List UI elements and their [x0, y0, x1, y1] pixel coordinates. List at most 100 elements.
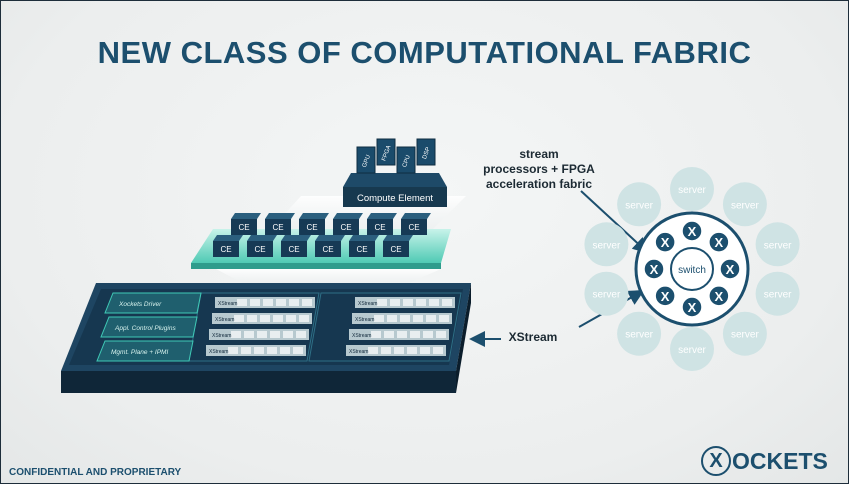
xstream-module: XStream [355, 297, 455, 308]
stream-annotation: stream processors + FPGA acceleration fa… [469, 147, 609, 192]
x-node-glyph: X [650, 262, 659, 277]
ce-block: CE [247, 235, 277, 257]
ce-block: CE [213, 235, 243, 257]
ce-block: CE [349, 235, 379, 257]
server-node: server [584, 271, 629, 316]
switch-node [670, 247, 714, 291]
server-label: server [593, 240, 621, 251]
ce-block: CE [367, 213, 397, 235]
chip-label: DSP [422, 147, 432, 161]
xstream-module-label: XStream [212, 333, 231, 339]
ce-block: CE [299, 213, 329, 235]
chip: GPU [356, 146, 376, 174]
ce-label: CE [322, 245, 333, 254]
xstream-module-label: XStream [349, 349, 368, 355]
board-panel: Appl. Control Plugins [100, 316, 198, 338]
x-node-glyph: X [661, 289, 670, 304]
xstream-module-label: XStream [209, 349, 228, 355]
logo-wordmark: OCKETS [732, 447, 828, 474]
x-node: X [654, 285, 676, 307]
chip-label: FPGA [381, 145, 392, 162]
logo-x-mark: X [701, 446, 731, 476]
chip: CPU [396, 146, 416, 174]
x-node-glyph: X [715, 235, 724, 250]
ce-block: CE [333, 213, 363, 235]
ce-label: CE [220, 245, 231, 254]
board-panel: Mgmt. Plane + IPMI [96, 340, 194, 362]
server-node: server [617, 311, 662, 356]
stream-annotation-line-1: stream [519, 147, 559, 161]
xstream-module-label: XStream [215, 317, 234, 323]
server-label: server [678, 345, 706, 356]
server-label: server [731, 330, 759, 341]
xstream-module-label: XStream [218, 301, 237, 307]
server-label: server [625, 200, 653, 211]
ce-label: CE [306, 223, 317, 232]
ce-label: CE [356, 245, 367, 254]
chip: FPGA [376, 138, 396, 166]
stream-arrow [580, 190, 649, 254]
x-node-glyph: X [661, 235, 670, 250]
ce-label: CE [288, 245, 299, 254]
x-node: X [708, 285, 730, 307]
ce-block: CE [383, 235, 413, 257]
server-node: server [722, 311, 767, 356]
ce-label: CE [390, 245, 401, 254]
ce-label: CE [254, 245, 265, 254]
server-node: server [722, 182, 767, 227]
server-node: server [670, 327, 714, 371]
chip-label: CPU [402, 154, 412, 168]
server-node: server [755, 222, 800, 267]
server-label: server [731, 200, 759, 211]
xstream-annotation: XStream [508, 330, 558, 344]
x-node: X [719, 258, 741, 280]
ce-block: CE [281, 235, 311, 257]
ce-label: CE [238, 223, 249, 232]
ce-block: CE [265, 213, 295, 235]
x-node-glyph: X [726, 262, 735, 277]
xstream-module: XStream [212, 313, 312, 324]
board-panel: Xockets Driver [104, 292, 202, 314]
server-label: server [593, 290, 621, 301]
board-panel-label: Xockets Driver [118, 301, 162, 308]
server-label: server [678, 185, 706, 196]
stream-annotation-line-2: processors + FPGA [483, 162, 595, 176]
server-label: server [625, 330, 653, 341]
xstream-module: XStream [349, 329, 449, 340]
xstream-module: XStream [206, 345, 306, 356]
slide-title: NEW CLASS OF COMPUTATIONAL FABRIC [97, 35, 752, 70]
x-node: X [643, 258, 665, 280]
xockets-logo: X OCKETS [701, 445, 828, 477]
x-node: X [681, 296, 703, 318]
server-node: server [670, 167, 714, 211]
server-label: server [764, 290, 792, 301]
x-node: X [708, 231, 730, 253]
footer-confidential: CONFIDENTIAL AND PROPRIETARY [9, 467, 182, 478]
ce-label: CE [374, 223, 385, 232]
server-label: server [764, 240, 792, 251]
ce-block: CE [401, 213, 431, 235]
x-node: X [681, 220, 703, 242]
ce-label: CE [340, 223, 351, 232]
board-panel-label: Mgmt. Plane + IPMI [111, 349, 168, 356]
stream-annotation-line-3: acceleration fabric [485, 177, 593, 191]
xstream-module-label: XStream [352, 333, 371, 339]
xstream-module: XStream [209, 329, 309, 340]
ce-block: CE [231, 213, 261, 235]
switch-label: switch [678, 265, 706, 276]
xstream-module-label: XStream [358, 301, 377, 307]
xstream-module: XStream [215, 297, 315, 308]
chip: DSP [416, 138, 436, 166]
ce-label: CE [408, 223, 419, 232]
board-panel-label: Appl. Control Plugins [114, 325, 176, 332]
chip-label: GPU [362, 154, 372, 168]
xstream-module: XStream [346, 345, 446, 356]
x-node-glyph: X [688, 224, 697, 239]
ce-label: CE [272, 223, 283, 232]
compute-element-label: Compute Element [357, 193, 433, 204]
x-node-glyph: X [715, 289, 724, 304]
